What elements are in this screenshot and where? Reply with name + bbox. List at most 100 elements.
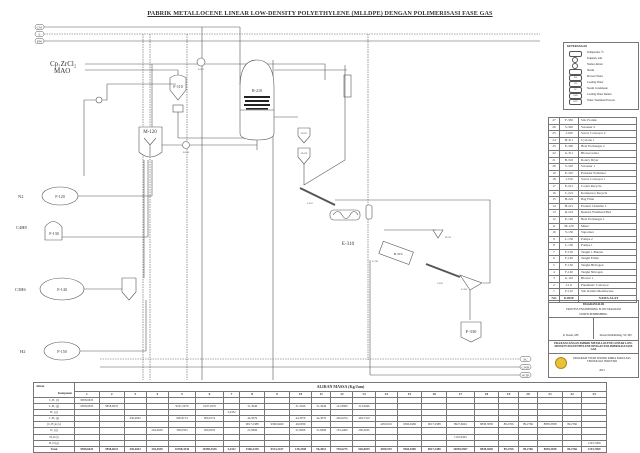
legend-box: KETERANGAN Temperatur, °C Tekanan, atm N… [563,42,639,110]
utility-wtp: WTP [522,373,529,377]
equipment-no: 20 [548,163,560,171]
equipment-no: 21 [548,156,560,165]
component-name: Total [33,445,75,453]
utility-sc: SC [523,357,528,361]
equipment-name: Bag Filter [578,196,637,204]
equipment-code: S-320 [559,123,579,132]
h311-cyclone [432,229,444,239]
equipment-name: Mixer [578,222,637,231]
mass-table-row: H₂O (g)1193,7069 [33,439,607,447]
component-name: H₂ (g) [33,409,75,417]
equipment-name: Pompa 1 [578,242,637,250]
f110-silo [169,74,187,101]
utility-s: S [39,32,41,36]
mass-flow-cell: 96,4051 [310,445,332,453]
equipment-code: G-110 [559,275,579,283]
mass-flow-cell: 89,2766 [561,445,583,453]
equipment-no: 12 [548,215,560,224]
equipment-no: 6 [548,255,560,264]
b310-rotary-dryer [378,240,414,265]
equipment-code: L-150 [559,235,579,244]
equipment-name: Heat Exchanger 2 [578,143,637,151]
mass-flow-cell: 89,2766 [517,445,539,453]
equipment-code: F-140 [559,255,579,264]
label-h222: H-222 [301,152,308,155]
equipment-name: Blower 1 [578,275,637,283]
component-name: C₂H₄ (g) [33,403,75,411]
equipment-name: Reaktor Fluidized Bed [578,209,637,217]
mass-flow-cell: 4050,919 [374,445,398,453]
equipment-code: H-311 [559,136,579,145]
feed-c3h6: C3H6 [15,287,27,292]
label-h221: H-221 [301,132,308,135]
equipment-code: F-120 [559,268,579,277]
equipment-no: 27 [548,117,560,125]
equipment-no: 16 [548,189,560,198]
mass-flow-cell: 89,2766 [561,421,583,429]
equipment-name: Pneumatic Conveyor [578,281,637,290]
equipment-no: 25 [548,130,560,138]
equipment-code: H-222 [559,196,579,204]
mass-flow-cell: 9366,9469 [396,445,423,453]
label-f330: F-330 [466,329,478,334]
label-e221: E-221 [198,68,205,71]
label-s310: S-310 [372,260,379,263]
label-f130: F-130 [49,231,59,236]
title-block-subheading: PROCESS ENGINEERING FLOW DIAGRAM [566,308,621,311]
equipment-no: 5 [548,262,560,270]
equipment-code: G-311 [559,149,579,158]
mass-flow-cell: 9197,2976 [195,403,224,411]
feed-h2: H2 [20,349,26,354]
label-f110: F-110 [173,84,182,89]
equipment-no: 8 [548,242,560,250]
mass-flow-cell: 89,2766 [517,421,539,429]
label-m120: M-120 [143,130,157,135]
bag-filter [343,74,352,98]
component-name: H₂O (l) [33,433,75,441]
mass-flow-cell: 89,2766 [498,445,519,453]
vaporizer [121,277,137,301]
mass-flow-cell: 900,6174 [195,415,224,423]
mass-table-corner: Aliran Komponen [33,382,75,398]
label-j320: J-320 [437,282,443,285]
s320-screener [459,274,483,291]
title-block-author-2: Dosen Pembimbing, ST, MT. [599,334,633,337]
mass-flow-cell: 9858,6633 [98,445,125,453]
component-name: (C₂H₄)n (s) [33,421,75,429]
equipment-code: E-320 [559,143,579,151]
equipment-name: Tangki 1-Butena [578,248,637,257]
legend-item: Temperatur, °C [567,51,637,57]
equipment-name: Tangki Nitrogen [578,268,637,277]
mass-table-title: ALIRAN MASSA (Kg/Jam) [74,382,607,392]
equipment-name: Heat Exchanger 1 [578,215,637,224]
mass-flow-cell: 10038,5967 [446,445,475,453]
h222-chamber [297,147,311,165]
f130-tank [44,221,63,241]
label-e310: E-310 [342,242,355,247]
legend-item: Nomor Aliran [567,63,637,69]
feed-c4h8: C4H8 [16,225,28,230]
equipment-no: 2 [548,281,560,290]
mass-flow-cell: 1110,9363 [446,433,475,441]
mass-flow-cell: 10398,3536 [167,445,197,453]
mass-flow-cell: 430,4842 [123,445,147,453]
equipment-code: R-210 [559,209,579,217]
equipment-no: 18 [548,176,560,184]
utility-cwr: CWR [522,365,531,369]
mass-flow-cell: 9858,6633 [74,445,100,453]
title-block-heading: DIAGRAM ALIR [582,303,605,306]
